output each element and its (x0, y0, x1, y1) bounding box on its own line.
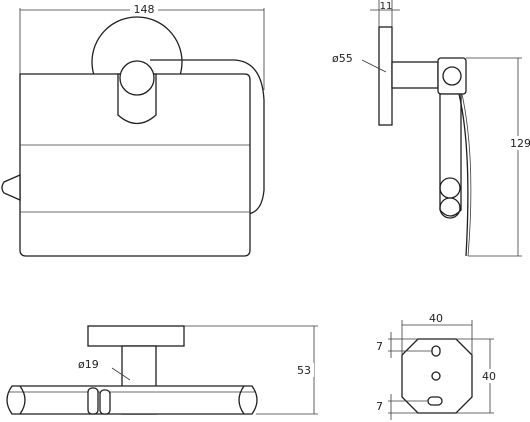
front-roller-end (1, 174, 21, 201)
dim-148-bg (130, 2, 158, 16)
front-cover-lid (19, 73, 251, 257)
dim-mount-height-label: 40 (482, 370, 496, 383)
bottom-view: ø19 53 (6, 325, 318, 415)
bottom-roller-cap-left (19, 385, 26, 415)
bottom-roller-cap-right (238, 385, 245, 415)
dim-55-leader (361, 59, 387, 73)
mount-slot-top (431, 345, 441, 357)
front-hinge-knob (119, 60, 155, 96)
bottom-roller-bar (6, 385, 258, 415)
bottom-clip-left (87, 387, 99, 415)
bottom-wall-plate (87, 325, 185, 347)
dim-bottom-height-label: 53 (297, 364, 311, 377)
dim-mount-offset-bottom-label: 7 (376, 400, 383, 413)
mount-center-hole (431, 371, 441, 381)
side-cover-flap-inner (461, 93, 472, 257)
front-view: 148 (1, 2, 265, 257)
mount-view: 40 40 7 7 (376, 312, 502, 420)
side-wall-plate (378, 26, 393, 126)
side-view: 11 ø55 129 (332, 0, 530, 257)
side-hinge-pin (442, 66, 462, 86)
dim-front-width-label: 148 (134, 3, 155, 16)
bottom-clip-right (99, 389, 111, 415)
mount-slot-bottom (427, 396, 443, 406)
dim-mount-width-label: 40 (429, 312, 443, 325)
dim-19-leader (111, 367, 131, 381)
dim-side-diameter-label: ø55 (332, 52, 353, 65)
side-hinge-housing (437, 57, 467, 95)
side-arm-block (391, 61, 439, 89)
dim-53-bg (296, 363, 314, 377)
side-cover-flap (458, 93, 469, 257)
dim-40h-bg (480, 369, 502, 383)
dim-side-height-label: 129 (510, 137, 530, 150)
front-arm (150, 59, 265, 215)
mount-octagon-plate (401, 338, 473, 414)
dim-129-bg (510, 136, 530, 150)
dim-bottom-diameter-label: ø19 (78, 358, 99, 371)
dim-mount-offset-top-label: 7 (376, 340, 383, 353)
side-roller-end-bottom (439, 197, 461, 219)
dim-side-depth-label: 11 (380, 1, 393, 12)
